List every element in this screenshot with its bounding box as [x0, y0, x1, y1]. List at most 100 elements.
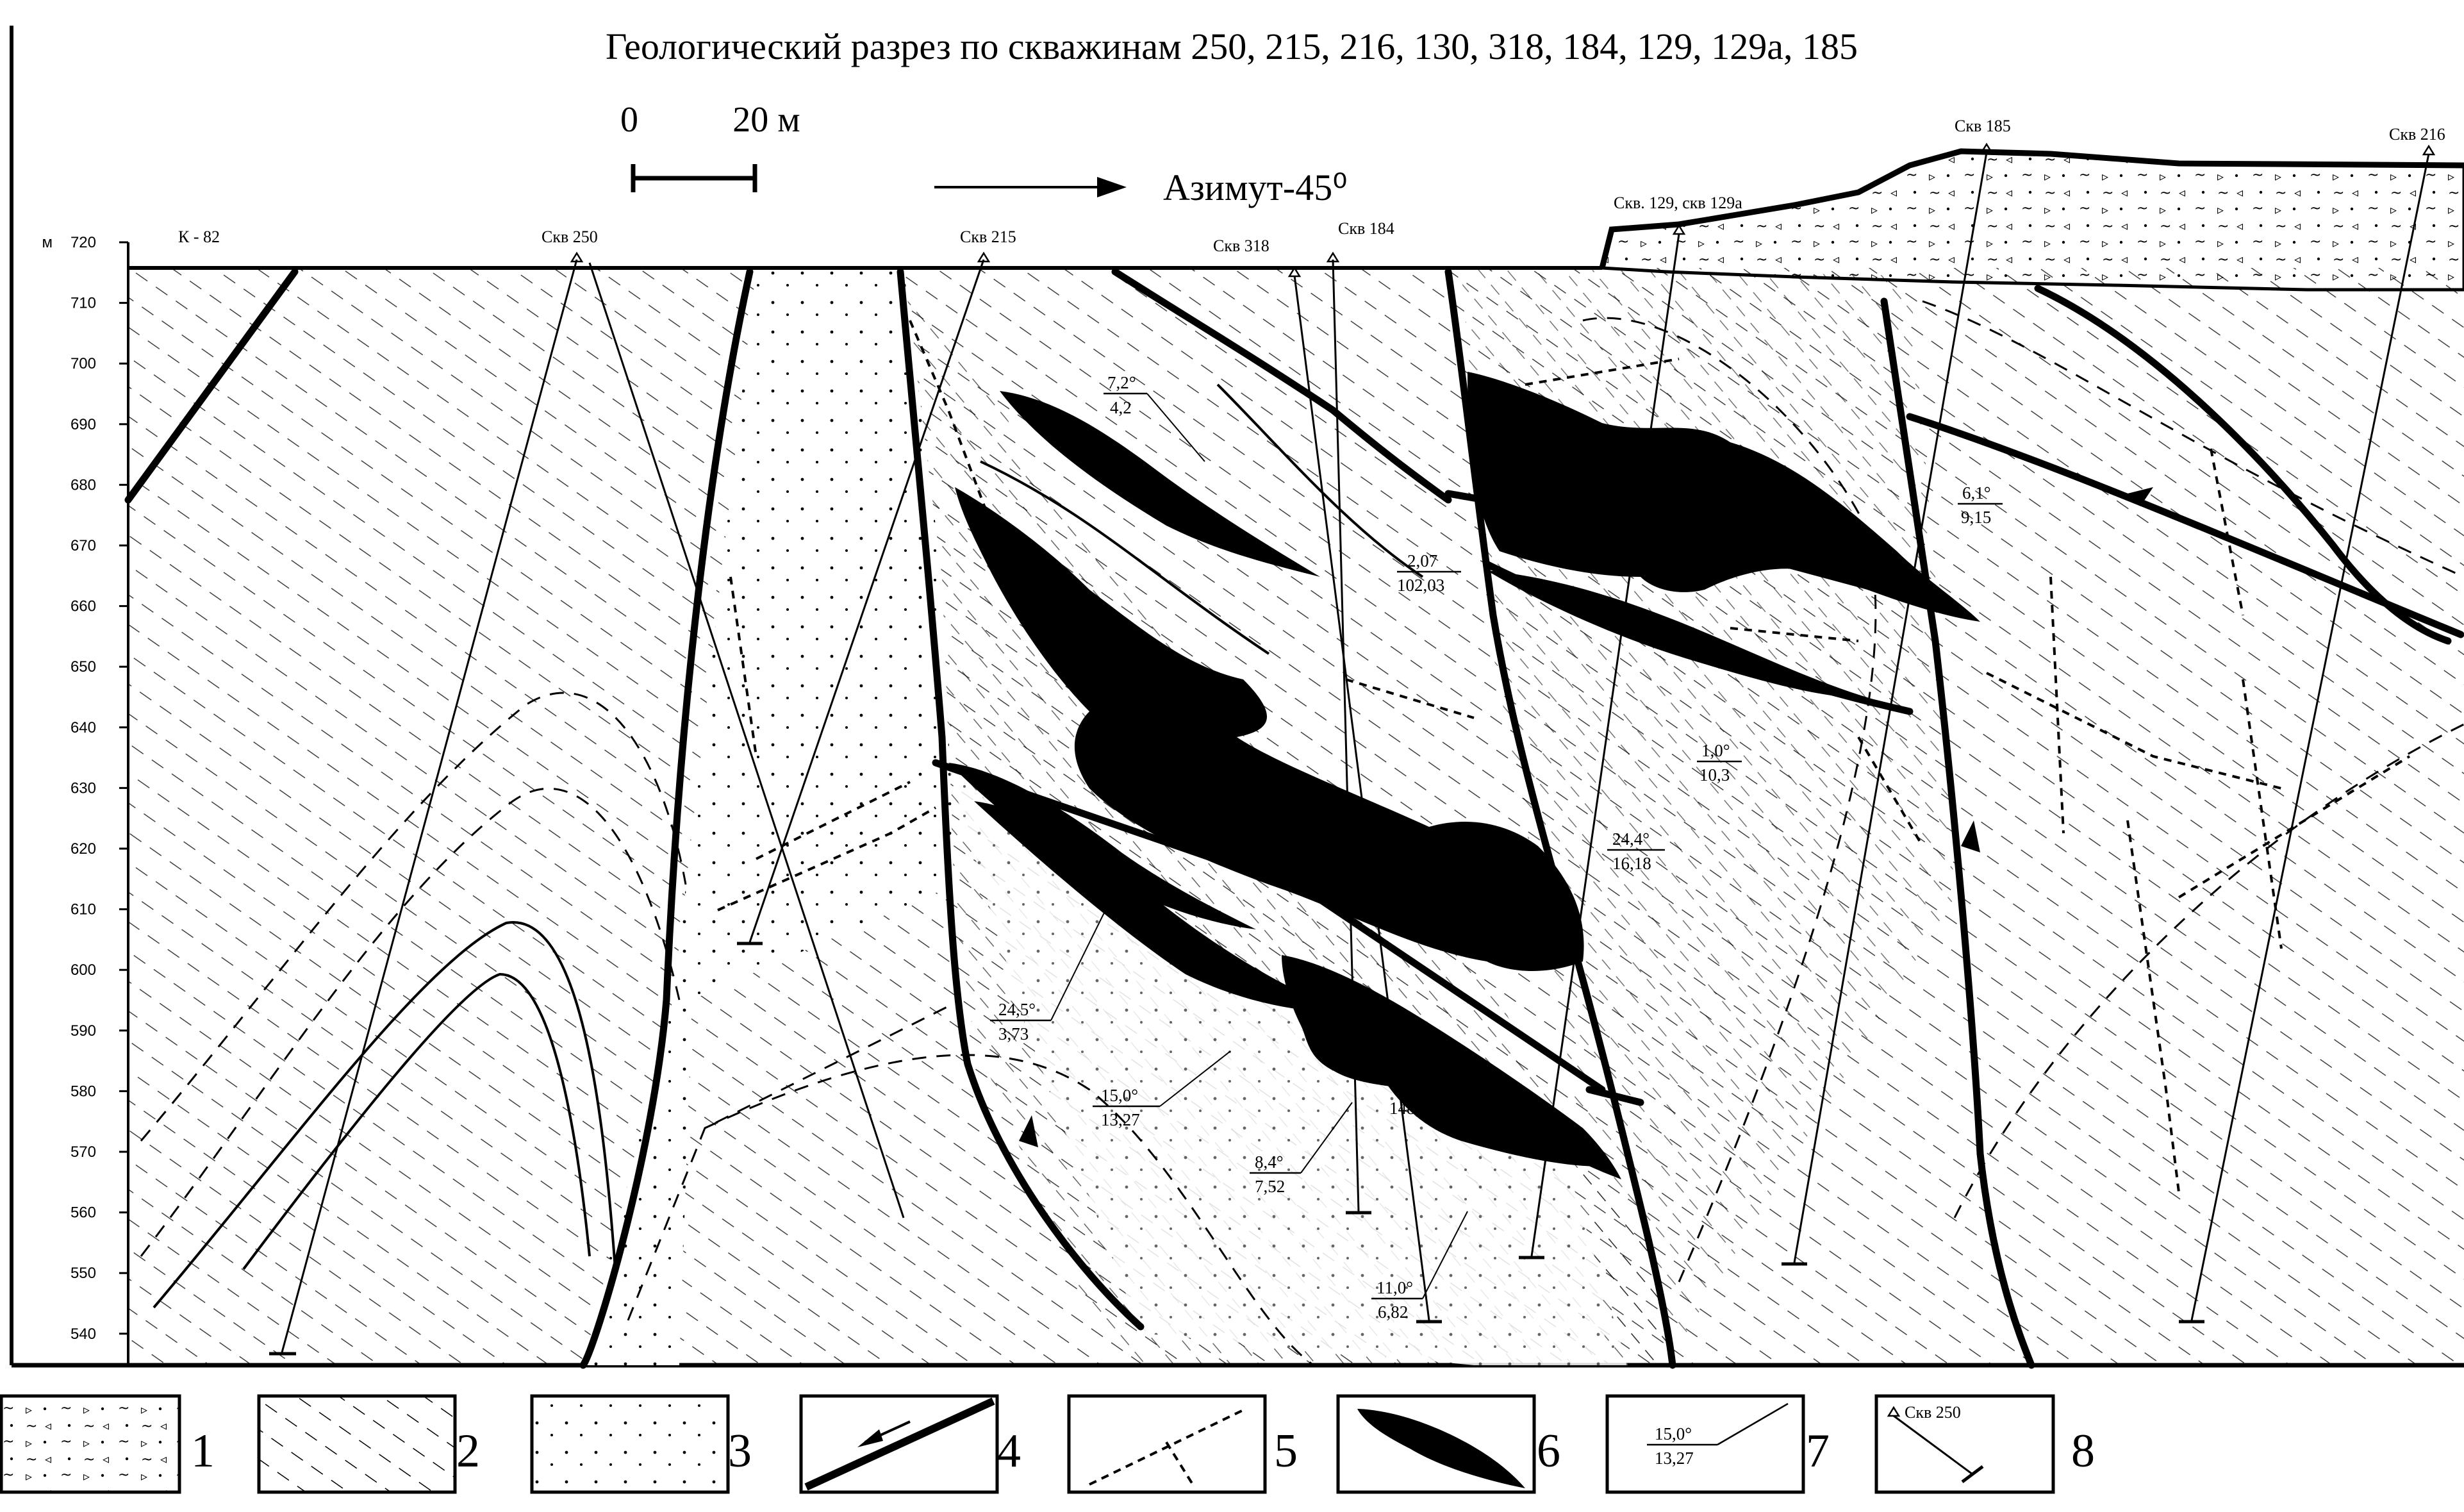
svg-text:13,27: 13,27 [1101, 1110, 1140, 1129]
well-label-216: Скв 216 [2389, 125, 2445, 144]
sandstone-dot-pattern-icon [530, 1394, 730, 1494]
well-label-184: Скв 184 [1338, 219, 1394, 238]
depth-axis-tick-label: 680 [70, 476, 96, 494]
legend-item: 6 [1336, 1394, 1560, 1494]
annotation-item: 24,4° 16,18 [1607, 829, 1665, 873]
svg-text:Скв 250: Скв 250 [1905, 1403, 1961, 1422]
azimuth-label: Азимут-45⁰ [1163, 167, 1347, 208]
svg-text:148,0: 148,0 [1389, 1099, 1428, 1118]
scale-bar-length: 20 м [732, 100, 800, 140]
legend-number: 6 [1537, 1425, 1560, 1477]
depth-axis-tick-label: 650 [70, 658, 96, 676]
svg-text:8,4°: 8,4° [1255, 1152, 1284, 1172]
svg-text:1,0°: 1,0° [1701, 741, 1730, 760]
svg-text:24,5°: 24,5° [998, 1000, 1036, 1019]
legend-number: 3 [728, 1425, 752, 1477]
annotation-item: 148,0 [1389, 1099, 1428, 1118]
assay-annotations: 7,2° 4,2 2,07 102,03 14,6° 87,45 6,1° 9,… [990, 373, 2003, 1322]
depth-axis-tick-label: 580 [70, 1083, 96, 1100]
well-label-129: Скв. 129, скв 129а [1614, 194, 1742, 212]
svg-text:102,03: 102,03 [1397, 576, 1444, 595]
well-label-215: Скв 215 [960, 228, 1016, 246]
fault-line-symbol-icon [804, 1397, 995, 1491]
depth-axis-tick-label: 640 [70, 719, 96, 736]
depth-axis-tick-label: 610 [70, 901, 96, 918]
section-body [124, 148, 2464, 1369]
dashed-veins [717, 320, 2411, 1193]
legend-number: 1 [191, 1425, 215, 1477]
well-label-318: Скв 318 [1213, 237, 1269, 255]
depth-axis-tick-label: 540 [70, 1325, 96, 1343]
depth-axis-tick-label: 620 [70, 840, 96, 858]
loose-deposits-pattern-icon [0, 1394, 181, 1494]
annotation-item: 1,0° 10,3 [1697, 741, 1742, 785]
loose-deposits-layer [1600, 149, 2464, 292]
depth-axis-tick-label: 600 [70, 961, 96, 979]
svg-text:2,07: 2,07 [1407, 551, 1437, 570]
section-title: Геологический разрез по скважинам 250, 2… [606, 26, 1858, 67]
depth-axis: 720 м 710 700 690 680 670 660 650 640 630 620 610 600… [42, 234, 129, 1365]
legend-item: 5 [1067, 1394, 1298, 1494]
svg-text:14,6°: 14,6° [1712, 447, 1749, 467]
assay-label-symbol-icon: 15,0° 13,27 [1647, 1402, 1789, 1468]
svg-text:6,82: 6,82 [1378, 1302, 1408, 1322]
svg-text:15,0°: 15,0° [1101, 1086, 1138, 1105]
well-label-185: Скв 185 [1955, 117, 2011, 135]
depth-axis-tick-label: 630 [70, 779, 96, 797]
annotation-item: 2,07 102,03 [1397, 551, 1461, 595]
well-label-250: Скв 250 [542, 228, 598, 246]
svg-text:10,3: 10,3 [1699, 765, 1730, 785]
schist-hatch-pattern-icon [257, 1394, 457, 1494]
dashed-vein-symbol-icon [1089, 1409, 1244, 1486]
svg-text:16,18: 16,18 [1612, 854, 1651, 873]
annotation-item: 24,5° 3,73 [990, 903, 1109, 1043]
well-label-k82: К - 82 [178, 228, 220, 246]
legend-number: 7 [1806, 1425, 1830, 1477]
scale-bar-zero: 0 [620, 100, 638, 140]
depth-axis-tick-label: 710 [70, 295, 96, 312]
legend-number: 4 [997, 1425, 1021, 1477]
annotation-item: 14,6° 87,45 [1708, 447, 1769, 491]
faults [124, 268, 2464, 1369]
svg-text:7,52: 7,52 [1255, 1177, 1285, 1196]
depth-axis-tick-label: 670 [70, 537, 96, 554]
annotation-item: 6,1° 9,15 [1958, 483, 2003, 527]
depth-axis-tick-label: 700 [70, 355, 96, 372]
boreholes [281, 152, 2430, 1353]
depth-axis-unit: м [42, 234, 53, 251]
svg-text:7,2°: 7,2° [1107, 373, 1136, 392]
depth-axis-tick-label: 560 [70, 1204, 96, 1222]
ore-bodies [948, 372, 1980, 1179]
svg-text:15,0°: 15,0° [1655, 1424, 1692, 1443]
annotation-item: 8,4° 7,52 [1250, 1102, 1353, 1196]
legend-number: 8 [2071, 1425, 2095, 1477]
legend-item: 15,0° 13,27 7 [1605, 1394, 1830, 1494]
well-labels: К - 82 Скв 250 Скв 215 Скв 318 Скв 184 С… [178, 117, 2445, 278]
legend-item: Скв 250 8 [1874, 1394, 2095, 1494]
depth-axis-tick-label: 660 [70, 598, 96, 615]
legend-number: 2 [456, 1425, 480, 1477]
svg-text:87,45: 87,45 [1710, 472, 1749, 491]
borehole-symbol-icon: Скв 250 [1887, 1403, 1984, 1483]
svg-text:13,27: 13,27 [1655, 1449, 1694, 1468]
azimuth-indicator: Азимут-45⁰ [934, 167, 1347, 208]
legend-item: 4 [799, 1394, 1021, 1494]
depth-axis-tick-label: 720 [70, 234, 96, 251]
legend: 1 2 3 4 5 [0, 1394, 2095, 1494]
svg-text:11,0°: 11,0° [1377, 1278, 1413, 1297]
legend-item: 3 [530, 1394, 752, 1494]
svg-text:9,15: 9,15 [1961, 508, 1991, 527]
legend-item: 2 [257, 1394, 480, 1494]
annotation-item: 7,2° 4,2 [1104, 373, 1205, 462]
annotation-item: 11,0° 6,82 [1371, 1211, 1468, 1322]
depth-axis-tick-label: 550 [70, 1265, 96, 1282]
legend-number: 5 [1274, 1425, 1298, 1477]
legend-item: 1 [0, 1394, 215, 1494]
ore-body-symbol-icon [1357, 1409, 1525, 1488]
svg-text:3,73: 3,73 [998, 1024, 1029, 1043]
scale-bar: 0 20 м [620, 100, 800, 192]
svg-text:6,1°: 6,1° [1962, 483, 1991, 503]
depth-axis-tick-label: 690 [70, 416, 96, 433]
annotation-item: 15,0° 13,27 [1093, 1051, 1231, 1129]
